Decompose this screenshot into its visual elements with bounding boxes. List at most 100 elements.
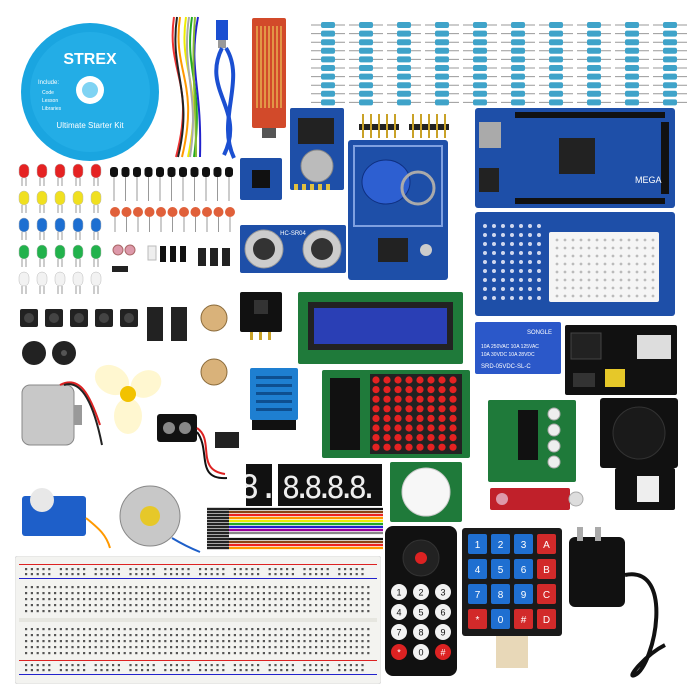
remote-key[interactable]: 3 (435, 584, 451, 600)
ceramic-capacitor (179, 207, 189, 217)
led (54, 244, 66, 260)
remote-key[interactable]: 9 (435, 624, 451, 640)
remote-key[interactable]: 1 (391, 584, 407, 600)
keypad-key[interactable]: 8 (491, 584, 510, 604)
keypad-key-label: 4 (475, 565, 481, 576)
resistor (321, 47, 335, 54)
keypad-key-label: C (543, 590, 550, 601)
fan-propeller (92, 358, 164, 438)
keypad-key[interactable]: D (537, 609, 556, 629)
keypad-key-label: B (543, 565, 550, 576)
resistor (435, 99, 449, 106)
remote-key[interactable]: 4 (391, 604, 407, 620)
keypad-key[interactable]: C (537, 584, 556, 604)
remote-key[interactable]: 2 (413, 584, 429, 600)
led (72, 244, 84, 260)
resistor (397, 82, 411, 89)
dht11-sensor (250, 368, 298, 436)
matrix-led (416, 434, 424, 442)
ceramic-capacitor (156, 207, 166, 217)
resistor (473, 22, 487, 28)
matrix-led (427, 376, 435, 384)
resistor (549, 90, 563, 97)
ir-receiver-module (240, 292, 282, 340)
keypad-key-label: 9 (521, 590, 527, 601)
resistor (321, 30, 335, 37)
matrix-led (438, 424, 446, 432)
transistor (190, 167, 199, 177)
resistor (435, 39, 449, 46)
remote-key[interactable]: 8 (413, 624, 429, 640)
matrix-led (427, 386, 435, 394)
keypad-key-label: 5 (498, 565, 504, 576)
remote-key[interactable]: 0 (413, 644, 429, 660)
matrix-led (394, 395, 402, 403)
keypad-key[interactable]: # (514, 609, 533, 629)
rotary-encoder (615, 468, 675, 510)
resistor (435, 65, 449, 71)
starter-kit-cd: STREX Include: Code Lesson Libraries Ult… (20, 22, 160, 162)
resistor (321, 99, 335, 106)
remote-key[interactable]: 7 (391, 624, 407, 640)
remote-key[interactable]: 6 (435, 604, 451, 620)
resistor (511, 73, 525, 80)
resistor (435, 82, 449, 89)
keypad-key[interactable]: 2 (491, 534, 510, 554)
transistor (179, 167, 187, 177)
resistor (435, 56, 449, 63)
resistor (549, 82, 563, 89)
remote-key-label: 4 (396, 608, 401, 618)
resistor (321, 39, 335, 46)
remote-key-label: 7 (396, 628, 401, 638)
ceramic-capacitor (133, 207, 143, 217)
matrix-led (438, 443, 446, 451)
resistor (663, 90, 677, 97)
remote-key-label: 1 (396, 588, 401, 598)
keypad-key[interactable]: 4 (468, 559, 487, 579)
resistor (321, 65, 335, 71)
keypad-key[interactable]: * (468, 609, 487, 629)
resistor (511, 82, 525, 89)
keypad-key[interactable]: 0 (491, 609, 510, 629)
keypad-key[interactable]: 6 (514, 559, 533, 579)
resistor (321, 73, 335, 80)
resistor (625, 39, 639, 46)
keypad-key[interactable]: B (537, 559, 556, 579)
matrix-led (416, 395, 424, 403)
transistor (156, 167, 164, 177)
relay-brand: SONGLE (527, 330, 552, 336)
ultrasonic-label: HC-SR04 (280, 231, 306, 237)
joystick-module (600, 398, 678, 468)
resistor (587, 99, 601, 106)
keypad-key[interactable]: 3 (514, 534, 533, 554)
resistor (397, 90, 411, 97)
remote-key[interactable]: 5 (413, 604, 429, 620)
matrix-led (416, 405, 424, 413)
remote-key-label: 0 (418, 648, 423, 658)
matrix-led (449, 424, 457, 432)
resistor (663, 65, 677, 71)
led (90, 217, 102, 233)
resistor (473, 73, 487, 80)
keypad-key[interactable]: 9 (514, 584, 533, 604)
resistor (359, 99, 373, 106)
keypad-key[interactable]: 1 (468, 534, 487, 554)
matrix-led (405, 386, 413, 394)
resistor (549, 22, 563, 28)
resistor (397, 73, 411, 80)
remote-key[interactable]: * (391, 644, 407, 660)
matrix-led (427, 434, 435, 442)
matrix-led (383, 434, 391, 442)
resistor (473, 65, 487, 71)
transistor (144, 167, 153, 177)
keypad-key[interactable]: A (537, 534, 556, 554)
keypad-key[interactable]: 7 (468, 584, 487, 604)
matrix-led (383, 395, 391, 403)
ceramic-capacitor (190, 207, 201, 217)
keypad-key[interactable]: 5 (491, 559, 510, 579)
matrix-led (449, 386, 457, 394)
led (90, 163, 102, 179)
remote-key[interactable]: # (435, 644, 451, 660)
resistor (359, 90, 373, 97)
